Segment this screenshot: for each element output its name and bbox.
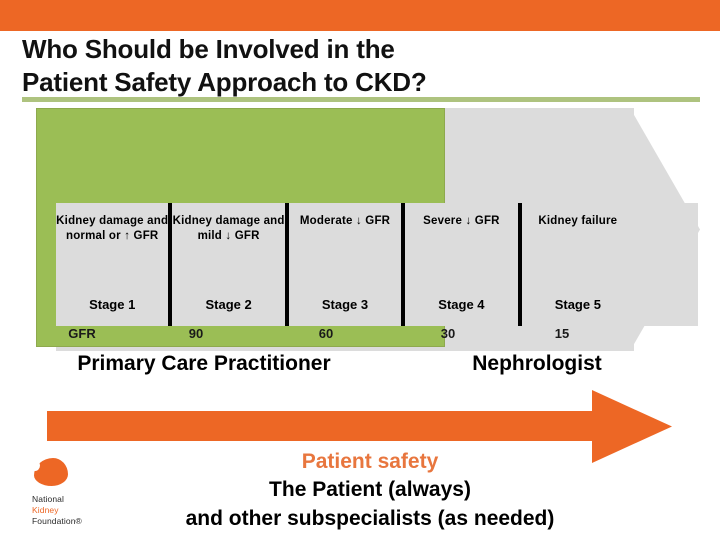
stage-cell-strip: Kidney damage and normal or ↑ GFR Stage … (56, 203, 634, 326)
page-title: Who Should be Involved in the Patient Sa… (22, 33, 682, 99)
gfr-tick-60: 60 (318, 326, 334, 341)
stage-description: Kidney failure (538, 215, 618, 227)
caption-line-1: The Patient (always) (269, 478, 471, 501)
nkf-logo-line-1: National (32, 494, 64, 504)
gfr-tick-90: 90 (188, 326, 204, 341)
stage-cell-1[interactable]: Kidney damage and normal or ↑ GFR Stage … (56, 203, 168, 326)
gfr-tick-30: 30 (440, 326, 456, 341)
stage-cell-5[interactable]: Kidney failure Stage 5 (517, 203, 634, 326)
caption-block: Patient safety The Patient (always) and … (110, 448, 630, 533)
stage-cell-3[interactable]: Moderate ↓ GFR Stage 3 (284, 203, 401, 326)
stage-label: Stage 3 (321, 297, 369, 312)
provider-label-row: Primary Care Practitioner Nephrologist (0, 352, 720, 382)
stage-description: Moderate ↓ GFR (299, 215, 391, 227)
gfr-axis-label: GFR (68, 326, 96, 341)
stage-description: Severe ↓ GFR (423, 215, 500, 227)
patient-safety-arrow-shaft (47, 411, 595, 441)
caption-line-2: and other subspecialists (as needed) (185, 507, 555, 530)
gfr-scale-row: GFR 90 60 30 15 (0, 326, 720, 348)
nkf-logo-line-3: Foundation® (32, 516, 82, 526)
stage-description: Kidney damage and mild ↓ GFR (172, 215, 285, 242)
stage-strip-head-filler (634, 203, 698, 326)
stage-cell-4[interactable]: Severe ↓ GFR Stage 4 (401, 203, 517, 326)
kidney-bean-icon (30, 458, 68, 486)
page-title-line-2: Patient Safety Approach to CKD? (22, 67, 427, 97)
provider-label-primary-care: Primary Care Practitioner (77, 352, 331, 375)
page-title-line-1: Who Should be Involved in the (22, 34, 395, 64)
stage-label: Stage 2 (205, 297, 252, 312)
stage-label: Stage 1 (89, 297, 136, 312)
title-underline-rule (22, 97, 700, 102)
stage-description: Kidney damage and normal or ↑ GFR (56, 215, 169, 242)
top-accent-band (0, 0, 720, 31)
gfr-tick-15: 15 (554, 326, 570, 341)
provider-label-nephrologist: Nephrologist (472, 352, 602, 375)
stage-label: Stage 5 (554, 297, 601, 312)
caption-highlight: Patient safety (301, 450, 439, 473)
stage-cell-2[interactable]: Kidney damage and mild ↓ GFR Stage 2 (168, 203, 284, 326)
ckd-stage-diagram: Kidney damage and normal or ↑ GFR Stage … (0, 102, 720, 392)
nkf-logo-line-2: Kidney (32, 505, 59, 515)
nkf-logo: National Kidney Foundation® (30, 458, 106, 536)
stage-label: Stage 4 (438, 297, 485, 312)
